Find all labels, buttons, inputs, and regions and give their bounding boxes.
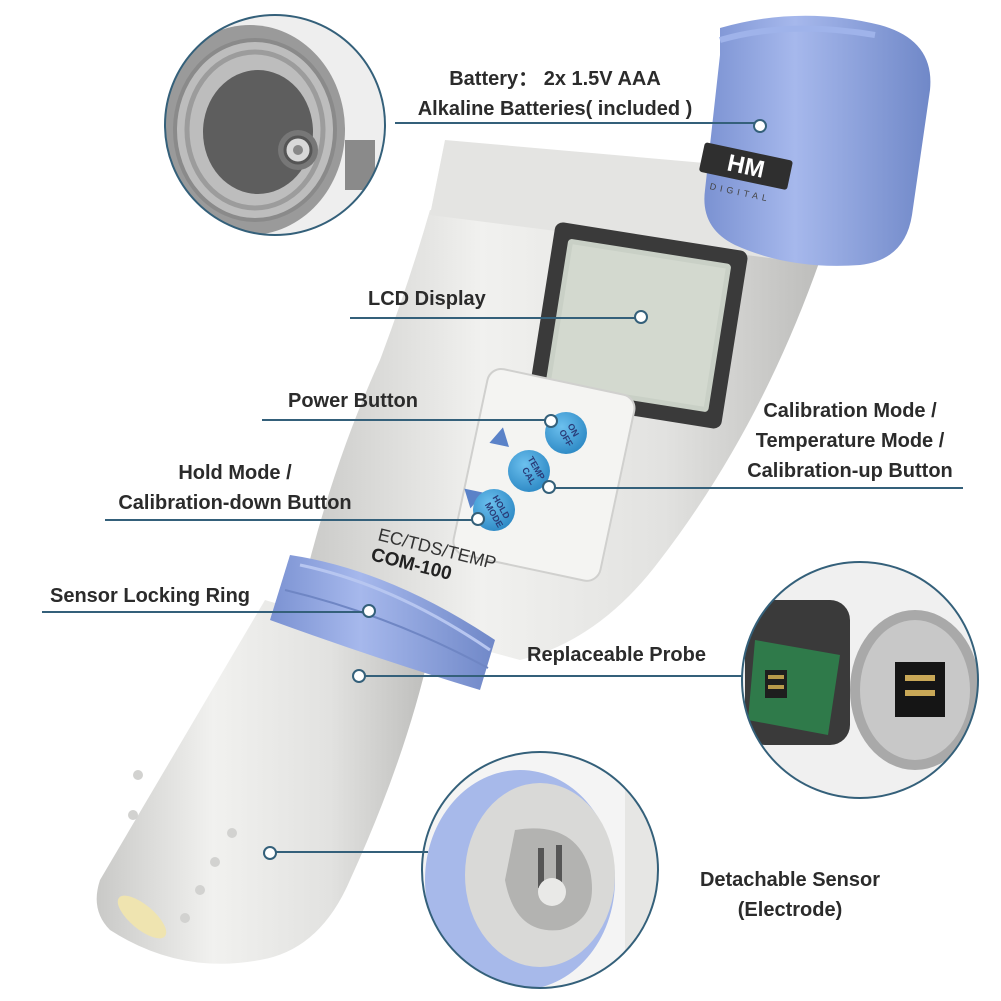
battery-label-line2: Alkaline Batteries( included ): [417, 98, 693, 120]
probe-dots: [128, 770, 237, 923]
pointer-lines: [42, 122, 963, 853]
probe-inset: [741, 561, 979, 799]
power-button-label: Power Button: [288, 390, 418, 412]
pointer-dots: [263, 119, 767, 860]
hold-mode-button[interactable]: HOLD MODE: [473, 489, 515, 531]
electrode-inset: [421, 751, 659, 989]
hold-label-line1: Hold Mode /: [178, 462, 292, 484]
lcd-label: LCD Display: [368, 288, 486, 310]
battery-inset: [164, 14, 386, 236]
sensor-locking-ring: [270, 555, 495, 690]
battery-label: Battery： 2x 1.5V AAA Alkaline Batteries(…: [400, 64, 710, 124]
detachable-sensor-label-line1: Detachable Sensor: [699, 869, 881, 891]
battery-label-line1: Battery： 2x 1.5V AAA: [449, 68, 661, 90]
hold-label: Hold Mode / Calibration-down Button: [100, 458, 370, 518]
detachable-sensor-label: Detachable Sensor (Electrode): [690, 865, 890, 925]
temp-cal-button[interactable]: TEMP CAL: [508, 450, 550, 492]
sensor-tip: [117, 895, 167, 939]
locking-ring-label: Sensor Locking Ring: [50, 585, 251, 607]
replaceable-probe-label: Replaceable Probe: [527, 644, 706, 666]
calibration-label-line1: Calibration Mode /: [763, 400, 937, 422]
calibration-label: Calibration Mode / Temperature Mode / Ca…: [730, 396, 970, 486]
hold-label-line2: Calibration-down Button: [118, 492, 352, 514]
detachable-sensor-label-line2: (Electrode): [737, 899, 843, 921]
calibration-label-line2: Temperature Mode /: [755, 430, 945, 452]
battery-cap: [704, 15, 931, 266]
lcd-display: [529, 222, 748, 429]
calibration-label-line3: Calibration-up Button: [747, 460, 953, 482]
